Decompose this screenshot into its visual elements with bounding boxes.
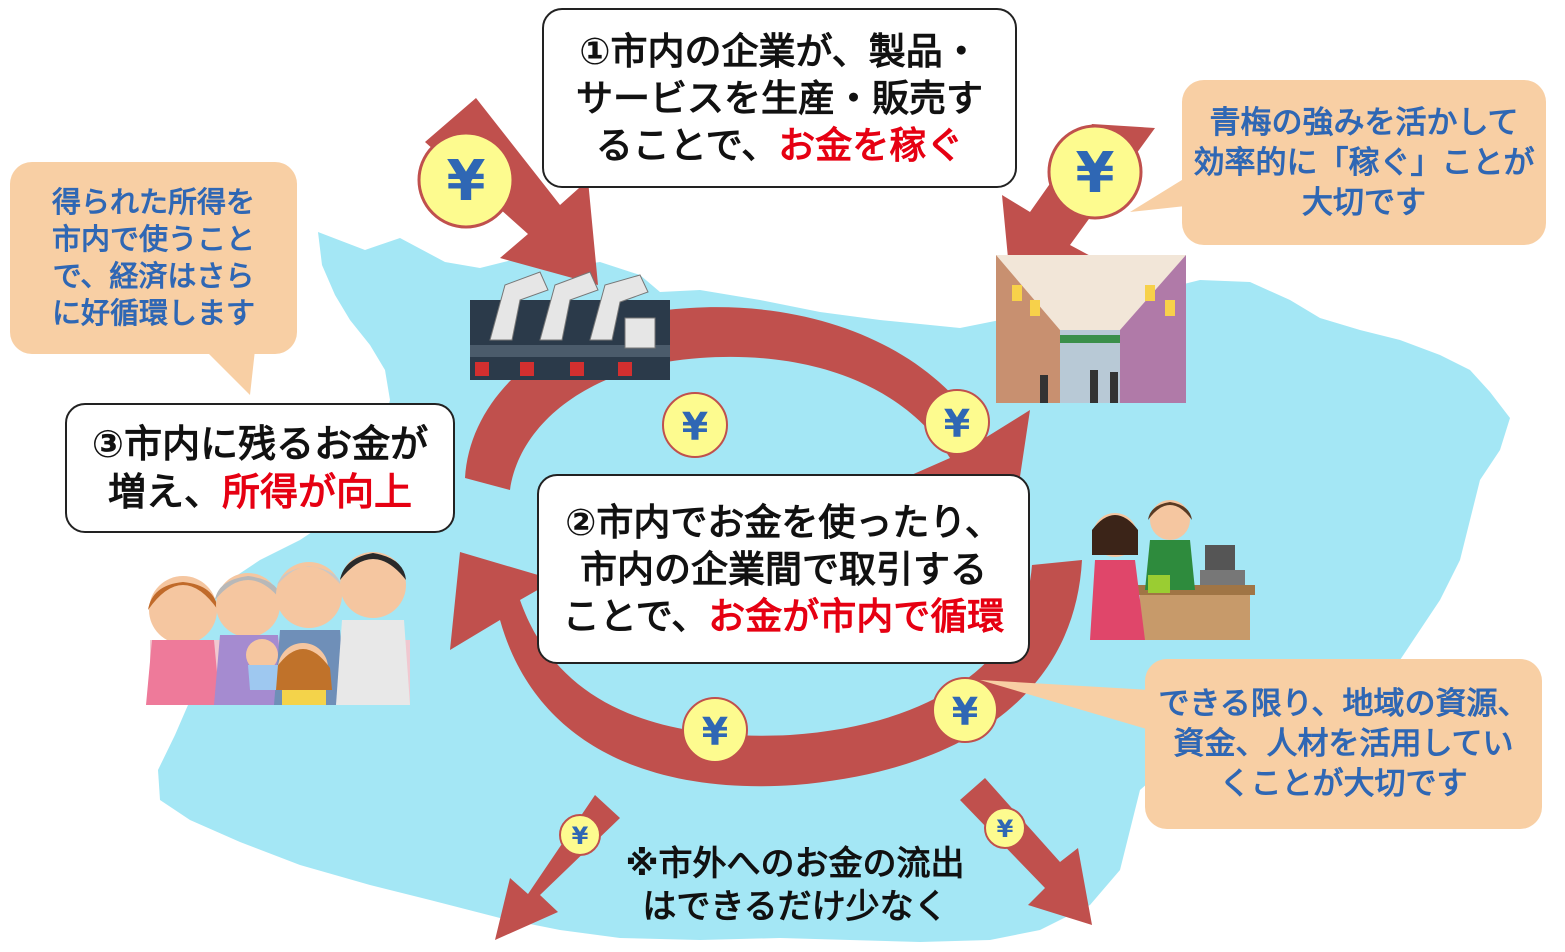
yen-coin-large-left (417, 131, 515, 229)
callout-tail-spend-locally (205, 350, 255, 395)
callout-resources-line: くことが大切です (1219, 766, 1468, 802)
callout-local-resources: できる限り、地域の資源、 資金、人材を活用してい くことが大切です (1145, 659, 1542, 829)
yen-coin-ring-bottom-left (682, 697, 748, 763)
shopping-street-illustration (996, 255, 1186, 403)
step1-highlight: お金を稼ぐ (778, 123, 964, 167)
callout-resources-line: 資金、人材を活用してい (1173, 726, 1514, 762)
callout-strength: 青梅の強みを活かして 効率的に「稼ぐ」ことが 大切です (1182, 80, 1546, 245)
yen-label: ¥ (447, 149, 486, 214)
step2-highlight: お金が市内で循環 (708, 594, 1005, 638)
step2-line3: ことで、お金が市内で循環 (563, 593, 1004, 640)
step3-line2-plain: 増え、 (107, 470, 222, 514)
callout-spend-line: に好循環します (51, 296, 255, 330)
yen-label: ¥ (682, 405, 708, 449)
callout-strength-line: 青梅の強みを活かして (1209, 104, 1519, 141)
step1-line2: サービスを生産・販売す (576, 76, 983, 120)
yen-label: ¥ (702, 710, 728, 754)
callout-tail-strength (1130, 175, 1195, 212)
outflow-note: ※市外へのお金の流出 はできるだけ少なく (580, 843, 1010, 929)
family-illustration (146, 552, 410, 705)
yen-label: ¥ (952, 690, 978, 734)
step1-line1: ①市内の企業が、製品・ (579, 29, 980, 73)
outflow-arrow-left (495, 795, 620, 940)
outflow-note-line: はできるだけ少なく (642, 887, 948, 927)
callout-resources-line: できる限り、地域の資源、 (1158, 686, 1529, 722)
outflow-note-line: ※市外へのお金の流出 (625, 844, 965, 884)
factory-robots-illustration (470, 271, 670, 380)
callout-spend-line: 得られた所得を (51, 185, 255, 219)
yen-coin-ring-top-right (924, 389, 990, 455)
yen-label: ¥ (997, 815, 1014, 843)
step3-line2: 増え、所得が向上 (108, 468, 412, 516)
yen-coin-small-right (984, 807, 1026, 849)
step2-box: ②市内でお金を使ったり、 市内の企業間で取引する ことで、お金が市内で循環 (537, 474, 1030, 664)
yen-coin-small-left (559, 814, 601, 856)
callout-spend-locally: 得られた所得を 市内で使うこと で、経済はさら に好循環します (10, 162, 297, 354)
yen-coin-large-right (1047, 124, 1143, 220)
step1-line3-plain: ることで、 (595, 123, 779, 167)
step2-line1: ②市内でお金を使ったり、 (565, 500, 1002, 544)
step2-line3-plain: ことで、 (562, 594, 709, 638)
callout-spend-line: 市内で使うこと (51, 222, 255, 256)
yen-coin-ring-top-left (662, 392, 728, 458)
step3-box: ③市内に残るお金が 増え、所得が向上 (65, 403, 455, 533)
yen-label: ¥ (572, 822, 589, 850)
yen-label: ¥ (944, 402, 970, 446)
yen-coin-ring-bottom-right (932, 677, 998, 743)
cashier-illustration (1090, 500, 1255, 640)
outflow-arrow-right (960, 778, 1092, 925)
inflow-arrow-left (417, 98, 598, 285)
step2-line2: 市内の企業間で取引する (580, 547, 987, 591)
callout-spend-line: で、経済はさら (52, 259, 255, 293)
step1-line3: ることで、お金を稼ぐ (596, 122, 963, 169)
step3-highlight: 所得が向上 (222, 470, 413, 514)
callout-strength-line: 効率的に「稼ぐ」ことが (1193, 144, 1535, 181)
step3-line1: ③市内に残るお金が (91, 422, 429, 466)
callout-strength-line: 大切です (1302, 184, 1426, 221)
yen-label: ¥ (1076, 141, 1115, 206)
step1-box: ①市内の企業が、製品・ サービスを生産・販売す ることで、お金を稼ぐ (542, 8, 1017, 188)
callout-tail-local-resources (980, 680, 1150, 730)
